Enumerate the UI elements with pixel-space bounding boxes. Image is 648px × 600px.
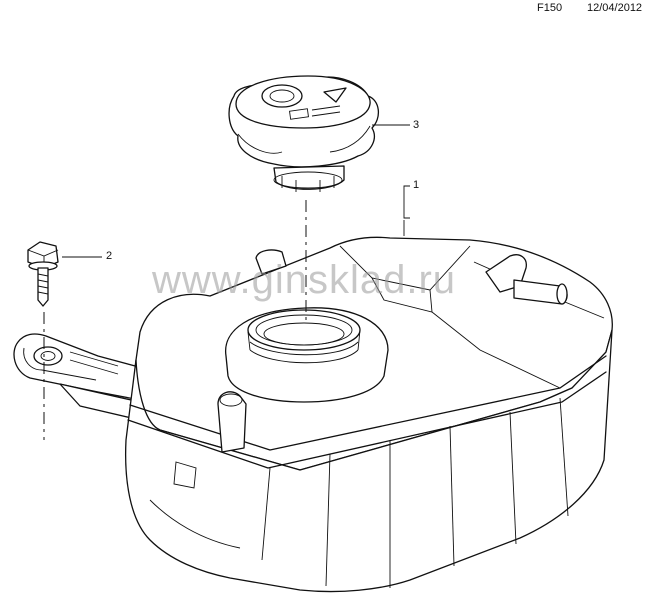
mounting-bracket <box>13 333 151 421</box>
callout-3: 3 <box>413 119 420 131</box>
filler-neck <box>225 307 389 403</box>
rear-tab <box>255 249 287 275</box>
diagram-code: F150 <box>537 2 563 14</box>
bolt <box>27 241 59 307</box>
diagram-date: 12/04/2012 <box>587 2 643 14</box>
watermark: www.ginsklad.ru <box>152 258 457 302</box>
callout-2: 2 <box>106 250 113 262</box>
leader-line-1 <box>403 185 410 219</box>
radiator-cap <box>228 75 379 192</box>
vent-nipple <box>485 254 568 305</box>
callout-1: 1 <box>413 179 420 191</box>
